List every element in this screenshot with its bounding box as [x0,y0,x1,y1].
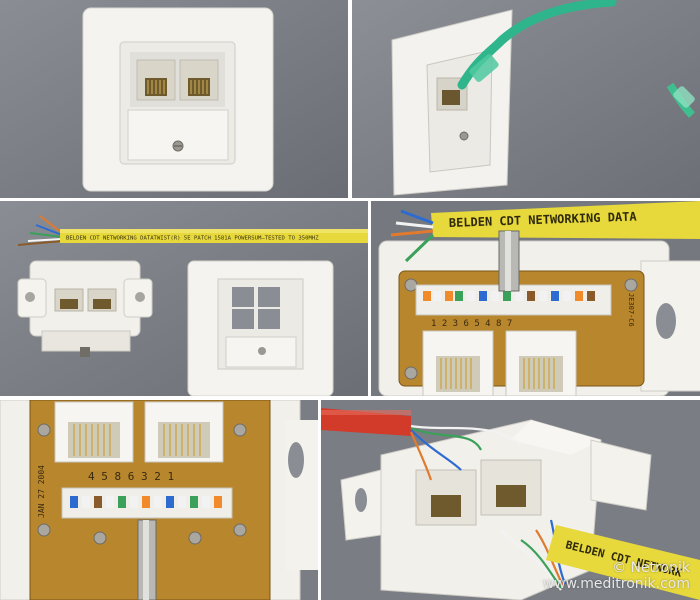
cable-printing: BELDEN CDT NETWORKING DATA [449,209,638,230]
watermark-url: www.meditronik.com [542,575,690,592]
photo-faceplate-front [0,0,348,198]
cable-printing: BELDEN CDT NETWORKING DATATWIST(R) 5E PA… [66,236,319,242]
photo-faceplate-with-patch-cable [352,0,700,198]
photo-terminal-block-upper: 1 2 3 6 5 4 8 7 JE307-C6 BELDEN CDT NETW… [371,201,700,396]
watermark: © Netronik www.meditronik.com [542,560,690,592]
part-code-label: JE307-C6 [627,293,635,327]
watermark-brand: © Netronik [612,560,690,577]
pin-numbers-upper: 1 2 3 6 5 4 8 7 [431,319,512,329]
date-code-label: JAN 27 2004 [37,465,46,518]
photo-terminal-block-lower: 4 5 8 6 3 2 1 JAN 27 2004 [0,400,318,600]
photo-wired-jack-angle: BELDEN CDT NETWORK [321,400,700,600]
photo-jack-insert-and-frame: BELDEN CDT NETWORKING DATATWIST(R) 5E PA… [0,201,368,396]
pin-numbers-lower: 4 5 8 6 3 2 1 [88,470,174,483]
